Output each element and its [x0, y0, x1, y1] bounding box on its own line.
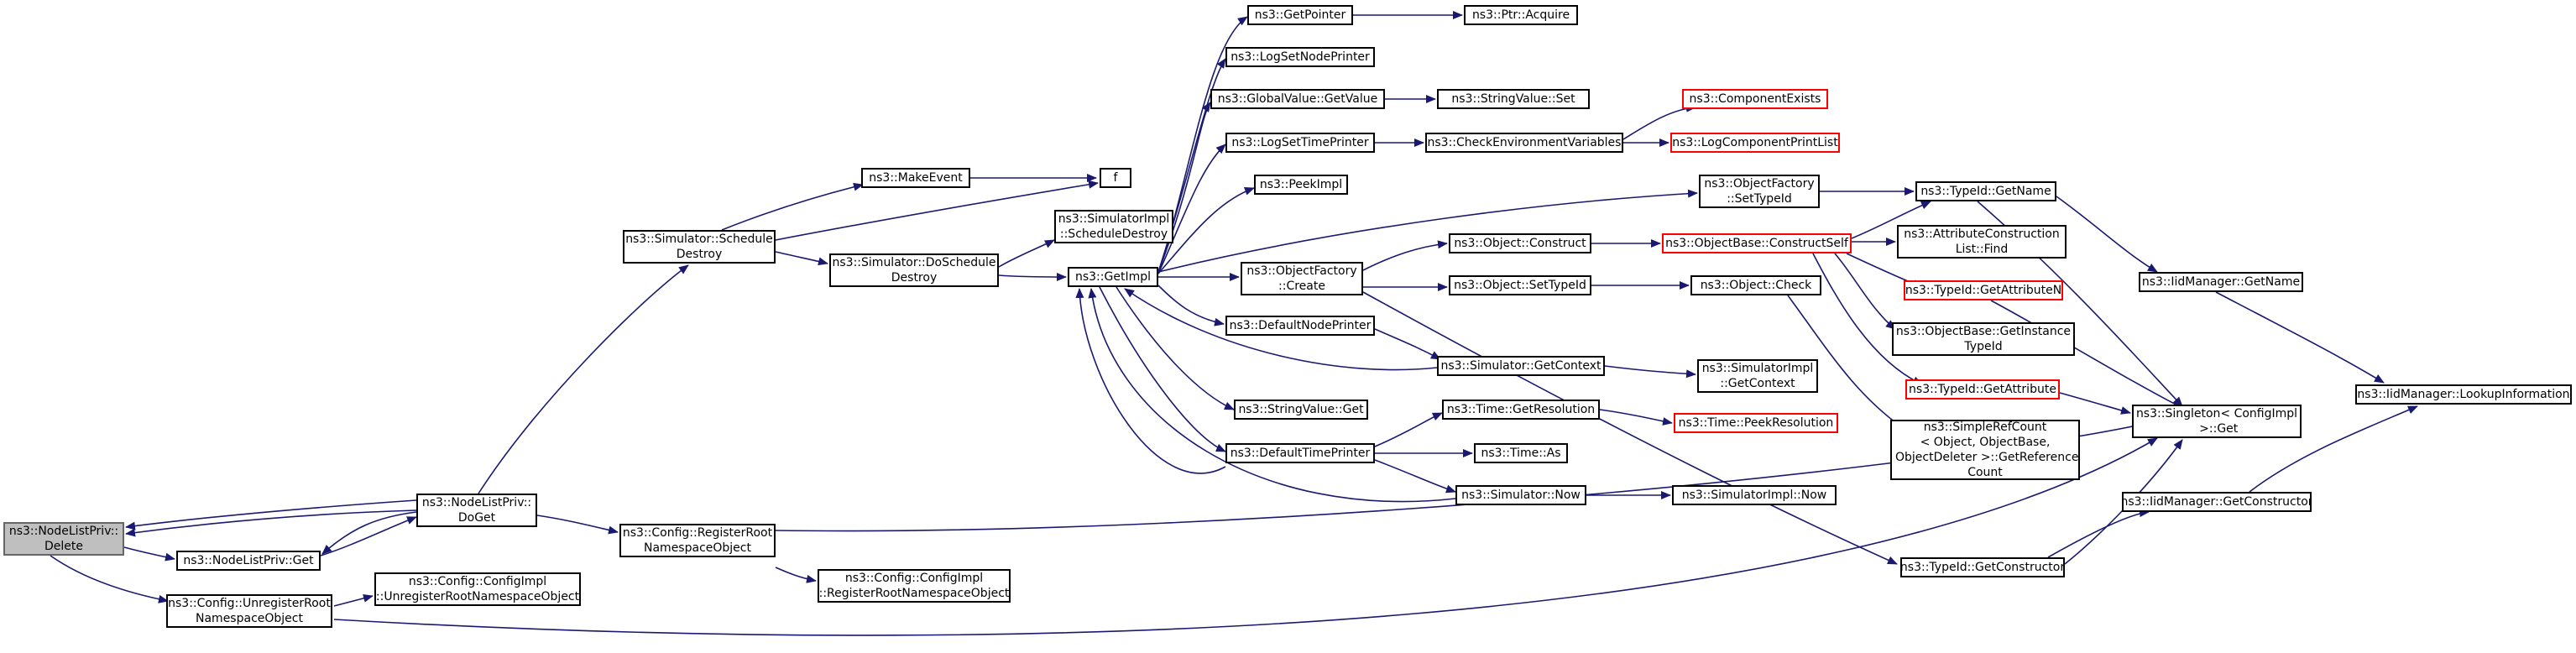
call-edge — [2215, 291, 2385, 384]
node-ptr-acquire[interactable]: ns3::Ptr::Acquire — [1464, 5, 1578, 25]
node-simulatorimpl-scheduledestroy[interactable]: ns3::SimulatorImpl ::ScheduleDestroy — [1054, 210, 1173, 243]
call-edge — [1157, 187, 1255, 274]
node-iidmanager-getname[interactable]: ns3::IidManager::GetName — [2139, 272, 2303, 292]
node-getpointer[interactable]: ns3::GetPointer — [1247, 5, 1353, 25]
node-logsetnodeprinter[interactable]: ns3::LogSetNodePrinter — [1225, 47, 1375, 67]
call-edge — [1990, 300, 2183, 409]
call-edge — [1599, 409, 1673, 426]
call-edge — [1157, 144, 1226, 274]
node-checkenvironmentvariables[interactable]: ns3::CheckEnvironmentVariables — [1425, 133, 1623, 153]
node-iidmanager-lookupinformation[interactable]: ns3::IidManager::LookupInformation — [2355, 384, 2572, 405]
call-edge — [2047, 509, 2150, 558]
node-typeid-getattributen[interactable]: ns3::TypeId::GetAttributeN — [1904, 280, 2063, 300]
node-objectbase-getinstancetypeid[interactable]: ns3::ObjectBase::GetInstance TypeId — [1892, 322, 2075, 356]
node-object-settypeid[interactable]: ns3::Object::SetTypeId — [1449, 275, 1591, 295]
call-edge — [1124, 288, 1438, 371]
call-edge — [1099, 286, 1226, 452]
node-simulator-getcontext[interactable]: ns3::Simulator::GetContext — [1437, 356, 1605, 376]
node-iidmanager-getconstructor[interactable]: ns3::IidManager::GetConstructor — [2122, 492, 2312, 512]
node-componentexists[interactable]: ns3::ComponentExists — [1682, 89, 1828, 109]
call-edge — [1157, 189, 1698, 273]
call-edge — [775, 251, 828, 266]
node-config-unregisterroot[interactable]: ns3::Config::UnregisterRoot NamespaceObj… — [166, 594, 332, 628]
node-time-as[interactable]: ns3::Time::As — [1474, 443, 1568, 463]
call-edge — [2056, 196, 2158, 273]
node-defaulttimeprinter[interactable]: ns3::DefaultTimePrinter — [1225, 443, 1375, 463]
node-objectfactory-create[interactable]: ns3::ObjectFactory ::Create — [1241, 262, 1363, 295]
call-edge — [1116, 286, 1235, 410]
node-defaultnodeprinter[interactable]: ns3::DefaultNodePrinter — [1225, 316, 1375, 336]
call-edge — [321, 511, 417, 555]
call-edge — [1075, 288, 1226, 474]
node-object-check[interactable]: ns3::Object::Check — [1690, 275, 1821, 295]
call-edge — [1157, 285, 1225, 326]
node-object-construct[interactable]: ns3::Object::Construct — [1449, 233, 1591, 253]
call-edge — [320, 516, 417, 556]
node-stringvalue-get[interactable]: ns3::StringValue::Get — [1234, 400, 1368, 420]
node-simulator-scheduledestroy[interactable]: ns3::Simulator::Schedule Destroy — [623, 230, 776, 264]
node-config-registerroot[interactable]: ns3::Config::RegisterRoot NamespaceObjec… — [619, 524, 776, 557]
call-edge — [2249, 405, 2418, 493]
node-globalvalue-getvalue[interactable]: ns3::GlobalValue::GetValue — [1210, 89, 1385, 109]
call-edge — [333, 437, 2158, 636]
node-typeid-getattribute[interactable]: ns3::TypeId::GetAttribute — [1905, 379, 2060, 400]
call-edge — [1362, 240, 1448, 271]
node-f[interactable]: f — [1100, 168, 1131, 188]
node-getimpl[interactable]: ns3::GetImpl — [1068, 267, 1158, 287]
node-attributeconstructionlist-find[interactable]: ns3::AttributeConstruction List::Find — [1897, 225, 2067, 259]
call-edge — [2059, 392, 2131, 415]
node-logcomponentprintlist[interactable]: ns3::LogComponentPrintList — [1670, 133, 1840, 153]
call-edge — [125, 499, 417, 530]
call-edge — [333, 593, 374, 607]
call-edge — [1787, 295, 1906, 431]
call-edge — [123, 546, 175, 562]
node-simplerefcount-getreferencecount[interactable]: ns3::SimpleRefCount < Object, ObjectBase… — [1890, 420, 2080, 480]
call-edge — [721, 182, 864, 231]
node-logsettimeprinter[interactable]: ns3::LogSetTimePrinter — [1225, 133, 1375, 153]
call-edge — [775, 180, 1099, 241]
node-objectfactory-settypeid[interactable]: ns3::ObjectFactory ::SetTypeId — [1699, 175, 1820, 208]
call-edge — [775, 567, 817, 583]
call-edge — [1374, 412, 1443, 447]
call-edge — [1088, 288, 1456, 503]
node-makeevent[interactable]: ns3::MakeEvent — [861, 168, 970, 188]
node-simulatorimpl-getcontext[interactable]: ns3::SimulatorImpl ::GetContext — [1697, 359, 1818, 393]
call-edge — [50, 555, 169, 603]
call-edge — [1812, 253, 1923, 385]
node-typeid-getconstructor[interactable]: ns3::TypeId::GetConstructor — [1900, 557, 2065, 577]
node-nodelistpriv-get[interactable]: ns3::NodeListPriv::Get — [176, 551, 321, 571]
call-edge — [1362, 291, 1898, 565]
node-simulator-now[interactable]: ns3::Simulator::Now — [1455, 485, 1586, 505]
node-simulatorimpl-now[interactable]: ns3::SimulatorImpl::Now — [1672, 485, 1837, 505]
call-edge — [1374, 328, 1441, 360]
node-objectbase-constructself[interactable]: ns3::ObjectBase::ConstructSelf — [1662, 233, 1852, 253]
node-singleton-configimpl-get[interactable]: ns3::Singleton< ConfigImpl >::Get — [2132, 405, 2302, 438]
call-edge — [998, 239, 1055, 268]
call-edge — [125, 509, 417, 537]
node-configimpl-unregisterroot[interactable]: ns3::Config::ConfigImpl ::UnregisterRoot… — [374, 572, 581, 606]
call-edge — [536, 515, 619, 535]
call-edge — [1374, 459, 1456, 494]
node-nodelistpriv-delete: ns3::NodeListPriv:: Delete — [3, 522, 124, 556]
node-configimpl-registerroot[interactable]: ns3::Config::ConfigImpl ::RegisterRootNa… — [818, 569, 1011, 603]
call-edge — [1604, 365, 1696, 379]
node-nodelistpriv-doget[interactable]: ns3::NodeListPriv:: DoGet — [416, 494, 537, 527]
call-edge — [1851, 201, 1931, 239]
call-edge — [1834, 253, 1896, 330]
node-typeid-getname[interactable]: ns3::TypeId::GetName — [1915, 181, 2056, 201]
call-edge — [478, 264, 689, 494]
node-simulator-doscheduledestroy[interactable]: ns3::Simulator::DoSchedule Destroy — [829, 253, 999, 287]
node-stringvalue-set[interactable]: ns3::StringValue::Set — [1437, 89, 1590, 109]
node-time-peekresolution[interactable]: ns3::Time::PeekResolution — [1674, 413, 1838, 433]
node-time-getresolution[interactable]: ns3::Time::GetResolution — [1442, 400, 1600, 420]
call-edge — [998, 272, 1067, 281]
node-peekimpl[interactable]: ns3::PeekImpl — [1254, 175, 1348, 195]
